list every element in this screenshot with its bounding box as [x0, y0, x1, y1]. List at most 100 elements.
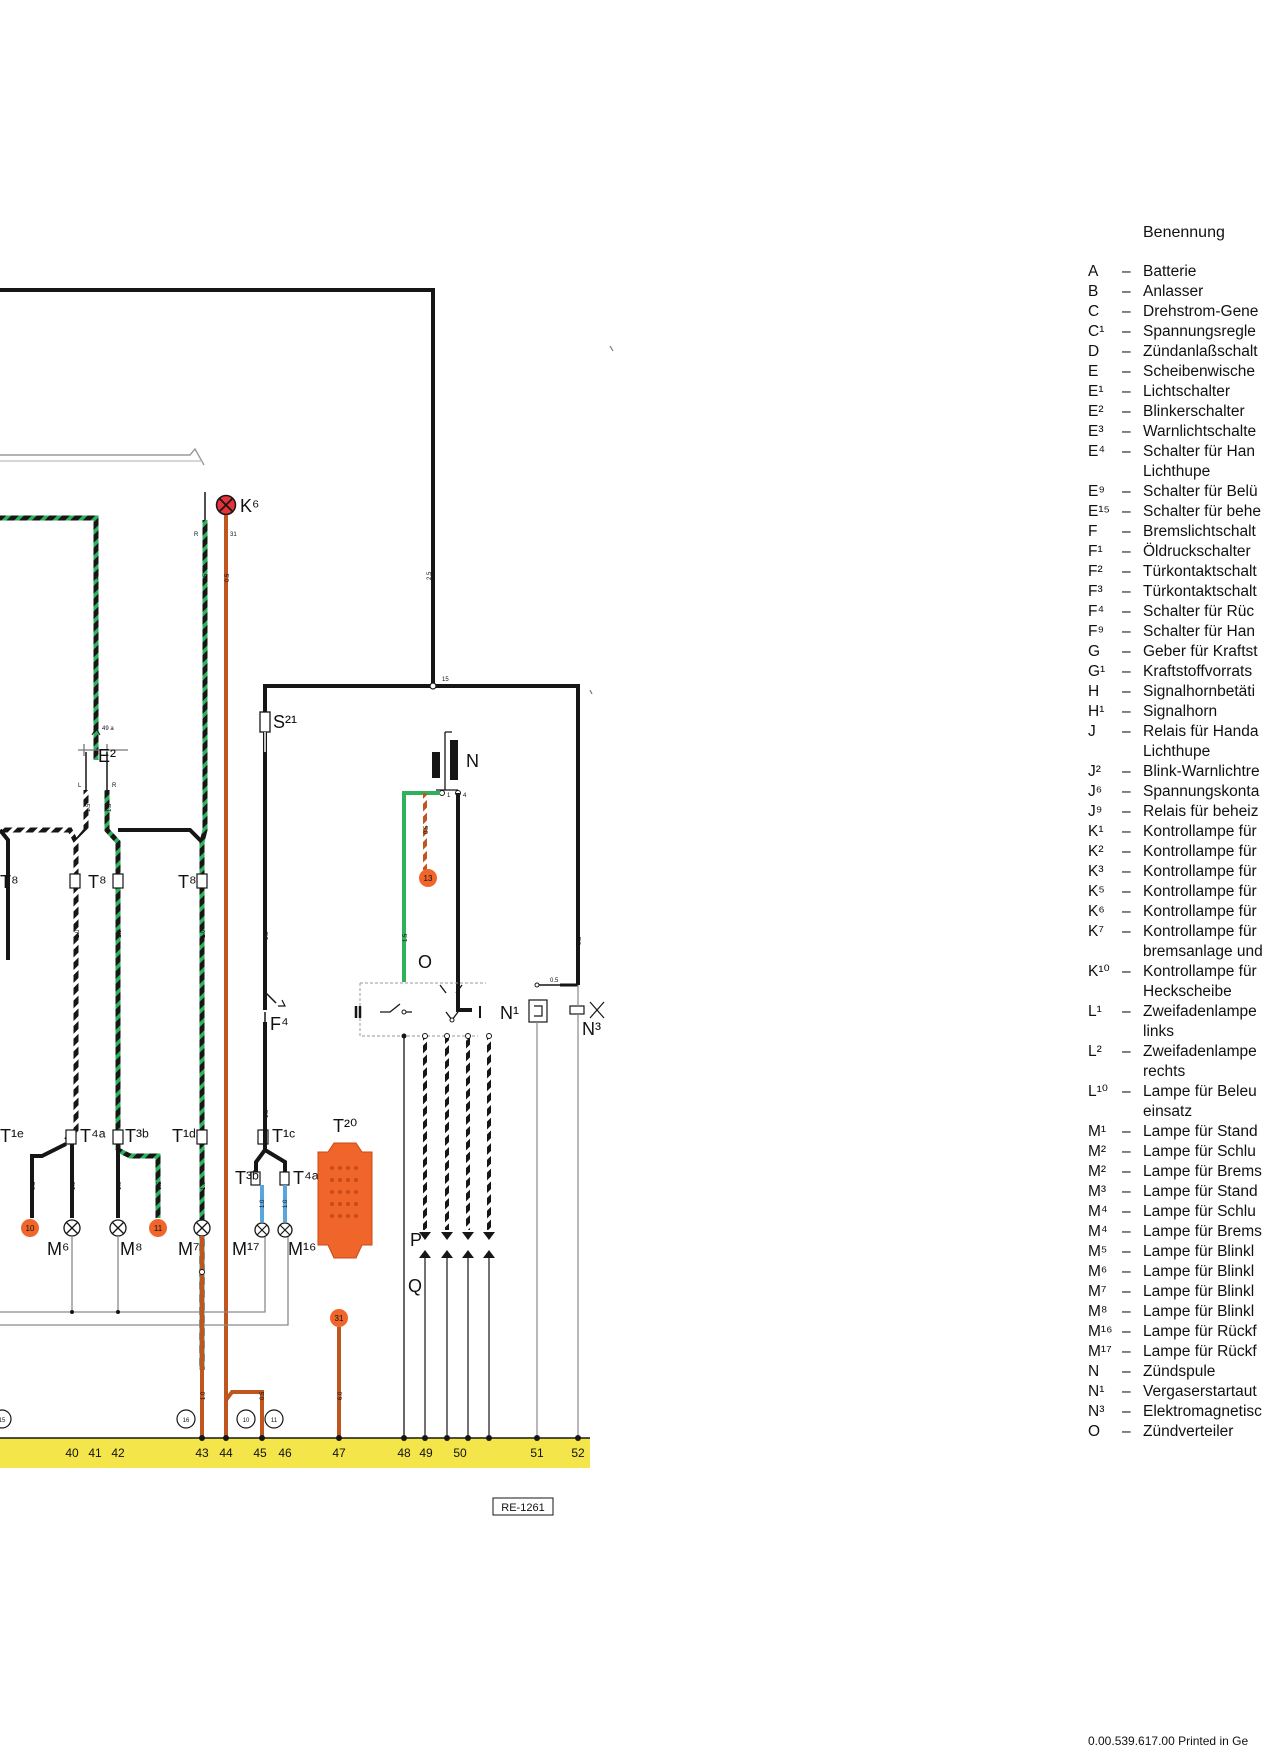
legend-code: M¹⁶ — [1088, 1323, 1113, 1340]
legend-dash: – — [1122, 843, 1131, 860]
wire-gauge-w17: 0.5 — [157, 1181, 163, 1190]
legend-code: H — [1088, 683, 1100, 700]
legend-dash: – — [1122, 543, 1131, 560]
t8-label-right: T⁸ — [178, 872, 197, 892]
wire-gauge-w28: 1.5 — [264, 1109, 270, 1118]
m8-lamp — [109, 1219, 127, 1237]
legend-dash: – — [1122, 1003, 1131, 1020]
n1-label: N¹ — [500, 1003, 519, 1023]
wire-gauge-w14: 0.5 — [31, 1181, 37, 1190]
legend-text: Lampe für Beleu — [1143, 1083, 1257, 1100]
legend-dash: – — [1122, 1423, 1131, 1440]
legend-dash: – — [1122, 823, 1131, 840]
thin-lines-48-50 — [424, 1258, 490, 1438]
ground-10b-label: 10 — [243, 1418, 250, 1424]
s21-fuse — [259, 711, 271, 733]
green-stripe-wire-top — [0, 515, 99, 760]
n-ignition-coil — [432, 731, 461, 796]
legend-text: Zündverteiler — [1143, 1423, 1234, 1440]
black-wire-left-edge — [0, 828, 10, 960]
green-stripe-wire-mid — [104, 790, 121, 1150]
legend-code: J⁹ — [1088, 803, 1103, 820]
legend-code: K⁷ — [1088, 923, 1104, 940]
legend-text: Elektromagnetisc — [1143, 1403, 1262, 1420]
t20-label: T²⁰ — [333, 1116, 357, 1136]
legend-code: N — [1088, 1363, 1100, 1380]
legend-dash: – — [1122, 1403, 1131, 1420]
t1e-label: T¹ᵉ — [0, 1126, 24, 1146]
legend-text: Lampe für Brems — [1143, 1223, 1262, 1240]
t4a-small-label: T⁴ᵃ — [293, 1168, 319, 1188]
legend-dash: – — [1122, 863, 1131, 880]
legend-text: Heckscheibe — [1143, 983, 1232, 1000]
black-wire-f4-lower — [254, 1022, 287, 1180]
track-number: 43 — [195, 1446, 209, 1460]
legend-dash: – — [1122, 1143, 1131, 1160]
legend-text: Zweifadenlampe — [1143, 1003, 1257, 1020]
legend-code: C¹ — [1088, 323, 1105, 340]
legend-text: Kontrollampe für — [1143, 823, 1257, 840]
t4a-label: T⁴ᵃ — [80, 1126, 106, 1146]
legend-dash: – — [1122, 503, 1131, 520]
legend-dash: – — [1122, 483, 1131, 500]
m16-label: M¹⁶ — [288, 1239, 316, 1259]
legend-text: Signalhornbetäti — [1143, 683, 1256, 700]
wire-gauge-w25: 1.5 — [264, 931, 270, 940]
black-stripe-top-right — [118, 828, 204, 844]
t1d-label: T¹ᵈ — [172, 1126, 196, 1146]
legend-dash: – — [1122, 563, 1131, 580]
drawing-number-stamp: RE-1261 — [492, 1497, 554, 1516]
legend-text: Zündspule — [1143, 1363, 1216, 1380]
legend-dash: – — [1122, 903, 1131, 920]
n3-solenoid — [569, 1001, 605, 1019]
legend-dash: – — [1122, 1043, 1131, 1060]
terminal-label-1: 1 — [447, 793, 451, 799]
f4-switch — [264, 985, 286, 1022]
legend-code: K⁶ — [1088, 903, 1105, 920]
terminal-label-31: 31 — [230, 532, 237, 538]
legend-dash: – — [1122, 583, 1131, 600]
grey-ground-lines — [0, 1236, 289, 1326]
grey-signal-wire — [0, 447, 205, 466]
main-feed-wire — [0, 288, 435, 685]
legend-text: Vergaserstartaut — [1143, 1383, 1257, 1400]
legend-code: E³ — [1088, 423, 1104, 440]
legend-dash: – — [1122, 683, 1131, 700]
terminal-label-r2: R — [112, 783, 117, 789]
wire-gauge-w1: 1.5 — [94, 571, 100, 580]
legend-code: B — [1088, 283, 1099, 300]
legend-text: Zündanlaßschalt — [1143, 343, 1258, 360]
legend-text: Spannungskonta — [1143, 783, 1260, 800]
legend-code: L¹⁰ — [1088, 1083, 1108, 1100]
wire-gauge-w3: 1.5 — [86, 803, 92, 812]
legend-code: E⁹ — [1088, 483, 1105, 500]
current-track-numbers: 40 41 42 43 44 45 46 47 48 49 50 51 52 — [65, 1446, 585, 1460]
legend-code: K¹ — [1088, 823, 1104, 840]
legend-text: Scheibenwische — [1143, 363, 1256, 380]
ground-11: 11 — [149, 1219, 167, 1237]
wire-gauge-w2: 1.5 — [203, 573, 209, 582]
ground-10: 10 — [21, 1219, 39, 1237]
terminal-label-l: L — [78, 783, 82, 789]
legend-dash: – — [1122, 883, 1131, 900]
legend-text: Lichtschalter — [1143, 383, 1231, 400]
legend-code: M² — [1088, 1143, 1107, 1160]
legend-dash: – — [1122, 1203, 1131, 1220]
track-number: 47 — [332, 1446, 346, 1460]
legend-text: bremsanlage und — [1143, 943, 1263, 960]
p-q-connector-arrows — [419, 1232, 495, 1258]
wire-gauge-w9: 0.5 — [577, 936, 583, 945]
legend-text: Blink-Warnlichtre — [1143, 763, 1260, 780]
legend-code: N¹ — [1088, 1383, 1105, 1400]
ground-11b-label: 11 — [271, 1418, 278, 1424]
legend-dash: – — [1122, 1323, 1131, 1340]
m7-lamp — [193, 1219, 211, 1237]
legend-text: Lampe für Schlu — [1143, 1203, 1256, 1220]
wire-gauge-w7: 1.5 — [403, 933, 409, 942]
n3-label: N³ — [582, 1019, 601, 1039]
black-wire-n-distributor — [456, 793, 472, 1012]
legend-dash: – — [1122, 1303, 1131, 1320]
legend-code: A — [1088, 263, 1099, 280]
legend-dash: – — [1122, 1243, 1131, 1260]
legend-text: Zweifadenlampe — [1143, 1043, 1257, 1060]
